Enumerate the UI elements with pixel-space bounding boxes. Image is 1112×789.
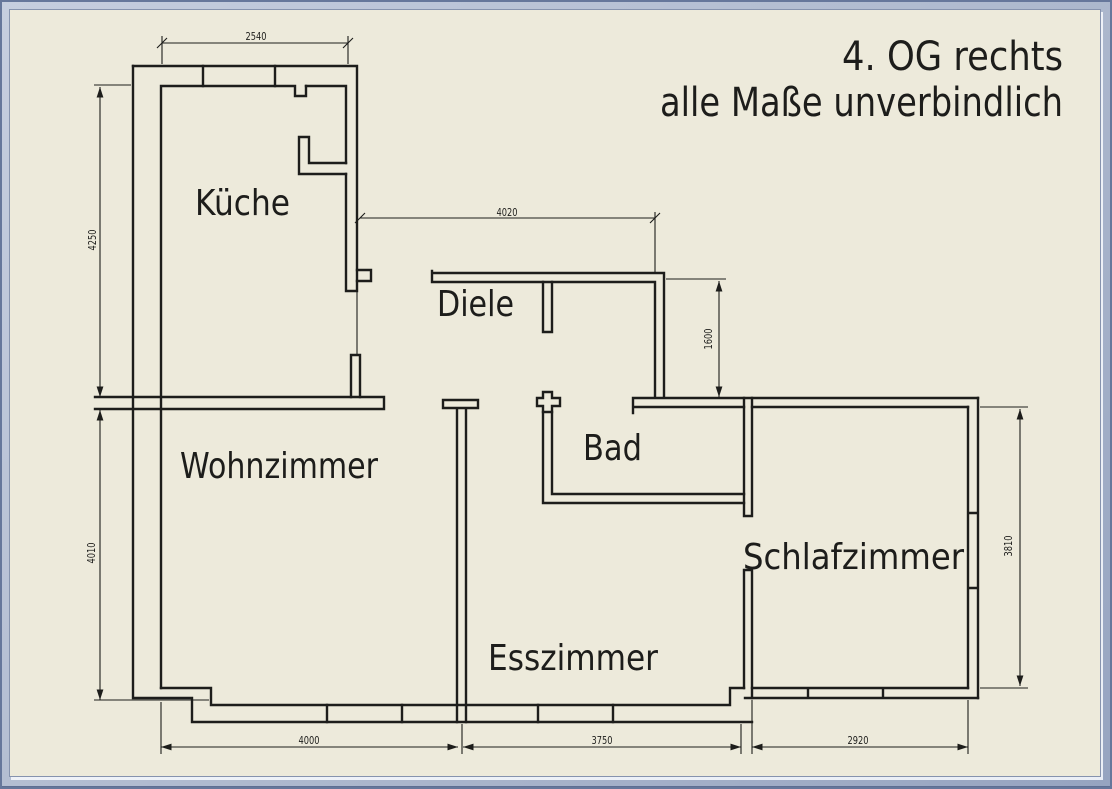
arrowhead: [96, 410, 104, 421]
arrowhead: [730, 743, 741, 751]
window-dividers-bottom: [325, 703, 615, 724]
wall-right-exterior: [966, 396, 980, 700]
arrowhead: [447, 743, 458, 751]
arrowhead: [715, 281, 723, 292]
arrowhead: [161, 743, 172, 751]
dim-label-kueche-width: 2540: [246, 31, 267, 43]
door-jamb-kueche: [355, 268, 373, 283]
dimline-wohnzimmer-height: [94, 410, 209, 701]
dim-label-diele-width: 4020: [497, 207, 518, 219]
dim-label-bad-height: 1600: [703, 329, 715, 350]
arrowhead: [96, 87, 104, 98]
wall-bad-schlafzimmer: [742, 396, 754, 700]
wall-left-inner: [159, 84, 308, 690]
wall-end-cross-bad: [535, 390, 562, 414]
dimtick-diele-width: [354, 212, 661, 224]
dimline-schlafzimmer-width: [751, 700, 969, 754]
dim-label-wohnzimmer-height: 4010: [86, 543, 98, 564]
plan-title-line2: alle Maße unverbindlich: [660, 80, 1063, 126]
room-label-kueche: Küche: [195, 183, 290, 224]
dimline-kueche-height: [94, 84, 131, 397]
walls: [93, 64, 980, 724]
arrowhead: [1016, 409, 1024, 420]
wall-bottom-inner: [159, 686, 746, 707]
arrowhead: [1016, 675, 1024, 686]
dimline-kueche-width: [161, 36, 349, 64]
room-label-esszimmer: Esszimmer: [488, 638, 658, 679]
room-label-wohnzimmer: Wohnzimmer: [180, 446, 378, 487]
wall-wohnzimmer-esszimmer: [441, 398, 480, 724]
plan-title-line1: 4. OG rechts: [842, 34, 1063, 80]
dim-label-schlafzimmer-height: 3810: [1003, 536, 1015, 557]
wall-stub-diele: [541, 280, 554, 334]
arrowhead: [957, 743, 968, 751]
dimline-schlafzimmer-height: [980, 406, 1028, 689]
dimline-wohnzimmer-width: [160, 702, 458, 754]
wall-kueche-top-right: [131, 64, 359, 293]
dim-label-schlafzimmer-width: 2920: [848, 735, 869, 747]
dimline-esszimmer-width: [461, 724, 742, 754]
room-label-schlafzimmer: Schlafzimmer: [743, 537, 964, 578]
drawing-canvas: [9, 9, 1101, 777]
dim-label-esszimmer-width: 3750: [592, 735, 613, 747]
dimline-diele-width: [360, 212, 656, 272]
dimline-bad-height: [666, 278, 726, 397]
wall-kueche-duct: [297, 135, 348, 176]
room-label-diele: Diele: [437, 284, 514, 325]
room-labels: Küche Diele Bad Wohnzimmer Esszimmer Sch…: [180, 183, 964, 679]
wall-diele-top: [430, 269, 666, 399]
arrowhead: [96, 386, 104, 397]
dim-label-wohnzimmer-width: 4000: [299, 735, 320, 747]
dimension-labels: 2540 4020 4250 4010 1600 3810 4000 3750 …: [86, 31, 1015, 747]
wall-schlafzimmer-bottom: [743, 686, 980, 700]
dimtick-kueche-width: [156, 37, 354, 49]
wall-stub-kueche-door: [349, 353, 362, 399]
arrowhead: [715, 386, 723, 397]
window-dividers-kueche: [201, 64, 277, 88]
arrowhead: [96, 689, 104, 700]
dim-label-kueche-height: 4250: [87, 230, 99, 251]
arrowhead: [752, 743, 763, 751]
wall-wohnzimmer-top: [93, 395, 386, 411]
wall-left-outer-bottom: [131, 64, 754, 724]
room-label-bad: Bad: [583, 428, 642, 469]
wall-bad-left-bottom: [541, 410, 746, 505]
title-block: 4. OG rechts alle Maße unverbindlich: [660, 34, 1063, 126]
arrowhead: [463, 743, 474, 751]
wall-kueche-inner-top: [304, 84, 348, 165]
dimension-lines: [94, 36, 1028, 754]
wall-schlafzimmer-top: [631, 396, 980, 415]
